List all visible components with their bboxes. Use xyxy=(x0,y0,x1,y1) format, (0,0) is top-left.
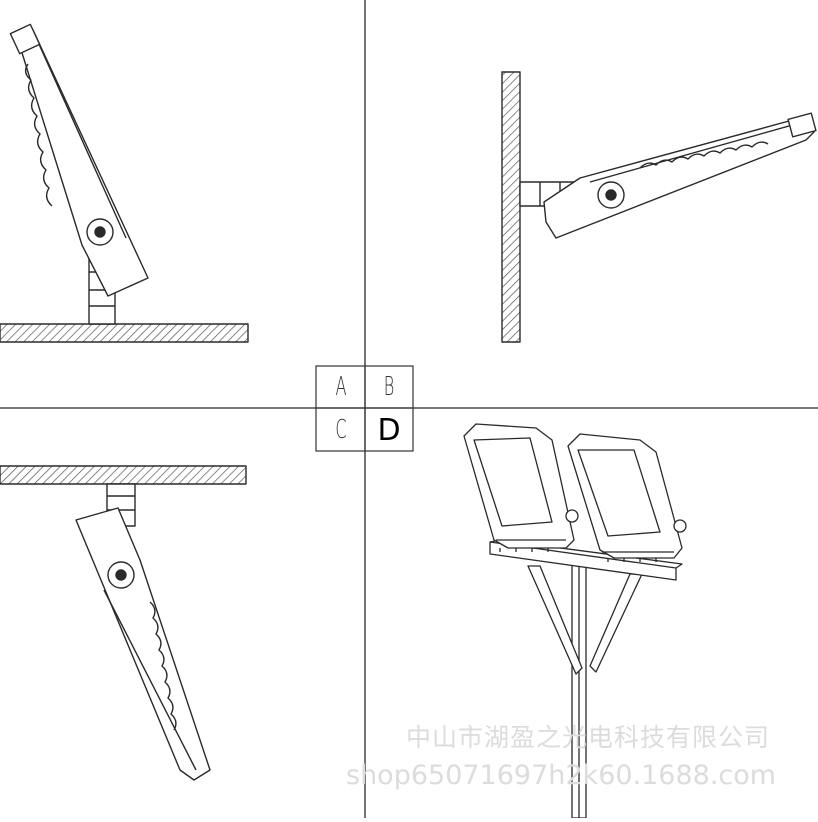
pole-mount-figure xyxy=(463,423,687,819)
label-grid xyxy=(315,365,414,452)
wall-surface xyxy=(501,71,521,343)
ceiling-light-fins xyxy=(149,601,177,731)
left-support-arm xyxy=(527,565,583,675)
watermark-url: shop65071697h2k60.1688.com xyxy=(346,760,777,791)
right-flood-light-lens xyxy=(577,449,661,537)
ground-surface xyxy=(0,323,249,343)
ground-light-fins xyxy=(24,63,53,207)
ceiling-surface xyxy=(0,465,247,485)
ground-mount-figure xyxy=(0,23,249,343)
watermark-company: 中山市湖盈之光电科技有限公司 xyxy=(406,723,771,752)
label-d: D xyxy=(377,412,401,448)
wall-mount-figure xyxy=(501,71,817,343)
ceiling-mount-figure xyxy=(0,465,247,781)
label-b: B xyxy=(383,372,395,402)
label-a: A xyxy=(335,372,347,402)
wall-light-fins xyxy=(639,141,769,169)
wall-light-body xyxy=(543,117,815,239)
cross-bar xyxy=(489,541,677,581)
left-flood-light-lens xyxy=(473,437,553,527)
ceiling-light-body xyxy=(75,507,211,781)
right-support-arm xyxy=(589,573,643,673)
label-c: C xyxy=(335,415,347,445)
ground-light-body xyxy=(17,29,149,297)
